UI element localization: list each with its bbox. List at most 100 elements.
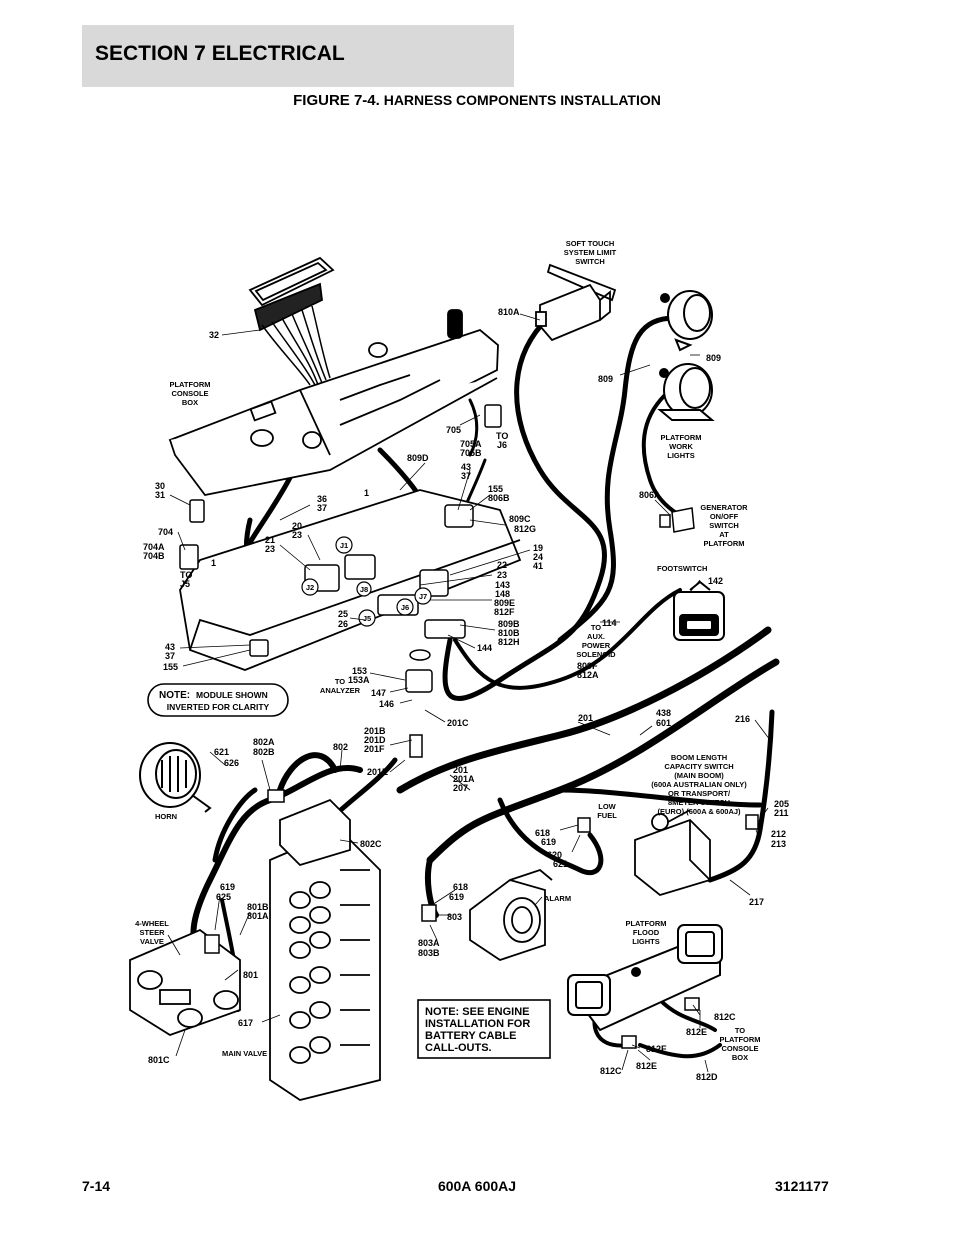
callout-809f: 809F xyxy=(577,661,598,671)
work-lights-label-1: PLATFORM xyxy=(660,433,701,442)
callout-802b: 802B xyxy=(253,747,275,757)
to-j6-line1: TO xyxy=(496,431,508,441)
callout-810a: 810A xyxy=(498,307,520,317)
callout-809c: 809C xyxy=(509,514,531,524)
boom-switch-label-5: OR TRANSPORT/ xyxy=(668,789,731,798)
callout-704b: 704B xyxy=(143,551,165,561)
page-number: 7-14 xyxy=(82,1178,111,1194)
callout-155: 155 xyxy=(488,484,503,494)
section-title: SECTION 7 ELECTRICAL xyxy=(95,42,345,65)
callout-201e: 201E xyxy=(367,767,388,777)
callout-207: 207 xyxy=(453,783,468,793)
generator-label-1: GENERATOR xyxy=(700,503,748,512)
to-console-label-1: TO xyxy=(735,1026,745,1035)
callout-810b: 810B xyxy=(498,628,520,638)
callout-619-b: 619 xyxy=(449,892,464,902)
callout-619-a: 619 xyxy=(541,837,556,847)
callout-32: 32 xyxy=(209,330,219,340)
callout-201c: 201C xyxy=(447,718,469,728)
callout-812c-bottom: 812C xyxy=(600,1066,622,1076)
callout-153a: 153A xyxy=(348,675,370,685)
note-module-box: NOTE: MODULE SHOWN INVERTED FOR CLARITY xyxy=(147,683,289,717)
callout-22: 22 xyxy=(497,560,507,570)
boom-switch-label-7: (EURO) (600A & 600AJ) xyxy=(657,807,741,816)
note-engine-line4: CALL-OUTS. xyxy=(425,1042,492,1054)
callout-704: 704 xyxy=(158,527,173,537)
soft-touch-switch xyxy=(535,263,617,342)
callout-812f: 812F xyxy=(646,1044,667,1054)
callout-217: 217 xyxy=(749,897,764,907)
alarm xyxy=(469,868,553,961)
callout-205: 205 xyxy=(774,799,789,809)
callout-23-b: 23 xyxy=(265,544,275,554)
console-display xyxy=(248,256,335,332)
callout-37-lower: 37 xyxy=(165,651,175,661)
callout-25: 25 xyxy=(338,609,348,619)
to-console-label-4: BOX xyxy=(732,1053,748,1062)
work-lights-label-3: LIGHTS xyxy=(667,451,695,460)
generator-label-4: AT xyxy=(719,530,729,539)
callout-812c-right: 812C xyxy=(714,1012,736,1022)
display-wires xyxy=(261,305,331,386)
note-engine-line2: INSTALLATION FOR xyxy=(425,1018,530,1030)
callout-153: 153 xyxy=(352,666,367,676)
generator-label-3: SWITCH xyxy=(709,521,739,530)
callout-labels: SOFT TOUCH SYSTEM LIMIT SWITCH 810A 32 P… xyxy=(135,239,789,1082)
generator-label-2: ON/OFF xyxy=(710,512,739,521)
note-module-line2: INVERTED FOR CLARITY xyxy=(167,702,270,712)
horn-label: HORN xyxy=(155,812,177,821)
callout-212: 212 xyxy=(771,829,786,839)
callout-618-b: 618 xyxy=(453,882,468,892)
callout-812d: 812D xyxy=(696,1072,718,1082)
flood-lights-label-1: PLATFORM xyxy=(625,919,666,928)
callout-618-a: 618 xyxy=(535,828,550,838)
callout-601: 601 xyxy=(656,718,671,728)
callout-144: 144 xyxy=(477,643,492,653)
soft-touch-label-3: SWITCH xyxy=(575,257,605,266)
boom-switch-label-6: 8METER SWITCH xyxy=(668,798,730,807)
callout-23-a: 23 xyxy=(292,530,302,540)
callout-1-lower: 1 xyxy=(211,558,216,568)
console-box-label-3: BOX xyxy=(182,398,198,407)
callout-143: 143 xyxy=(495,580,510,590)
conn-j6-label: J6 xyxy=(401,603,409,612)
connector-circles xyxy=(301,536,432,627)
horn xyxy=(139,742,212,813)
callout-809e: 809E xyxy=(494,598,515,608)
callout-812e-right: 812E xyxy=(686,1027,707,1037)
boom-switch-label-2: CAPACITY SWITCH xyxy=(664,762,733,771)
work-lights-label-2: WORK xyxy=(669,442,693,451)
main-valve xyxy=(269,798,381,1101)
conn-j7-label: J7 xyxy=(419,592,427,601)
callout-438: 438 xyxy=(656,708,671,718)
callout-201-lower: 201 xyxy=(453,765,468,775)
steer-valve-label-2: STEER xyxy=(139,928,165,937)
callout-619-c: 619 xyxy=(220,882,235,892)
callout-155-lower: 155 xyxy=(163,662,178,672)
section-header: SECTION 7 ELECTRICAL xyxy=(82,25,514,87)
callout-621: 621 xyxy=(214,747,229,757)
callout-625: 625 xyxy=(216,892,231,902)
aux-solenoid-label-3: POWER xyxy=(582,641,611,650)
soft-touch-label-2: SYSTEM LIMIT xyxy=(564,248,617,257)
to-j5-line2: J5 xyxy=(180,579,190,589)
flood-lights-label-2: FLOOD xyxy=(633,928,660,937)
aux-solenoid-label-2: AUX. xyxy=(587,632,605,641)
boom-length-switch xyxy=(634,809,711,896)
callout-809d: 809D xyxy=(407,453,429,463)
callout-201: 201 xyxy=(578,713,593,723)
platform-console-box xyxy=(168,309,499,496)
callout-801a: 801A xyxy=(247,911,269,921)
callout-812a: 812A xyxy=(577,670,599,680)
callout-216: 216 xyxy=(735,714,750,724)
aux-solenoid-label-1: TO xyxy=(591,623,601,632)
callout-626: 626 xyxy=(224,758,239,768)
model-number: 600A 600AJ xyxy=(437,1178,517,1194)
steer-valve-label-3: VALVE xyxy=(140,937,164,946)
callout-621-b: 621 xyxy=(553,859,568,869)
callout-812e-bottom: 812E xyxy=(636,1061,657,1071)
footswitch xyxy=(673,580,725,641)
figure-caption: HARNESS COMPONENTS INSTALLATION xyxy=(383,92,661,108)
callout-24: 24 xyxy=(533,552,543,562)
